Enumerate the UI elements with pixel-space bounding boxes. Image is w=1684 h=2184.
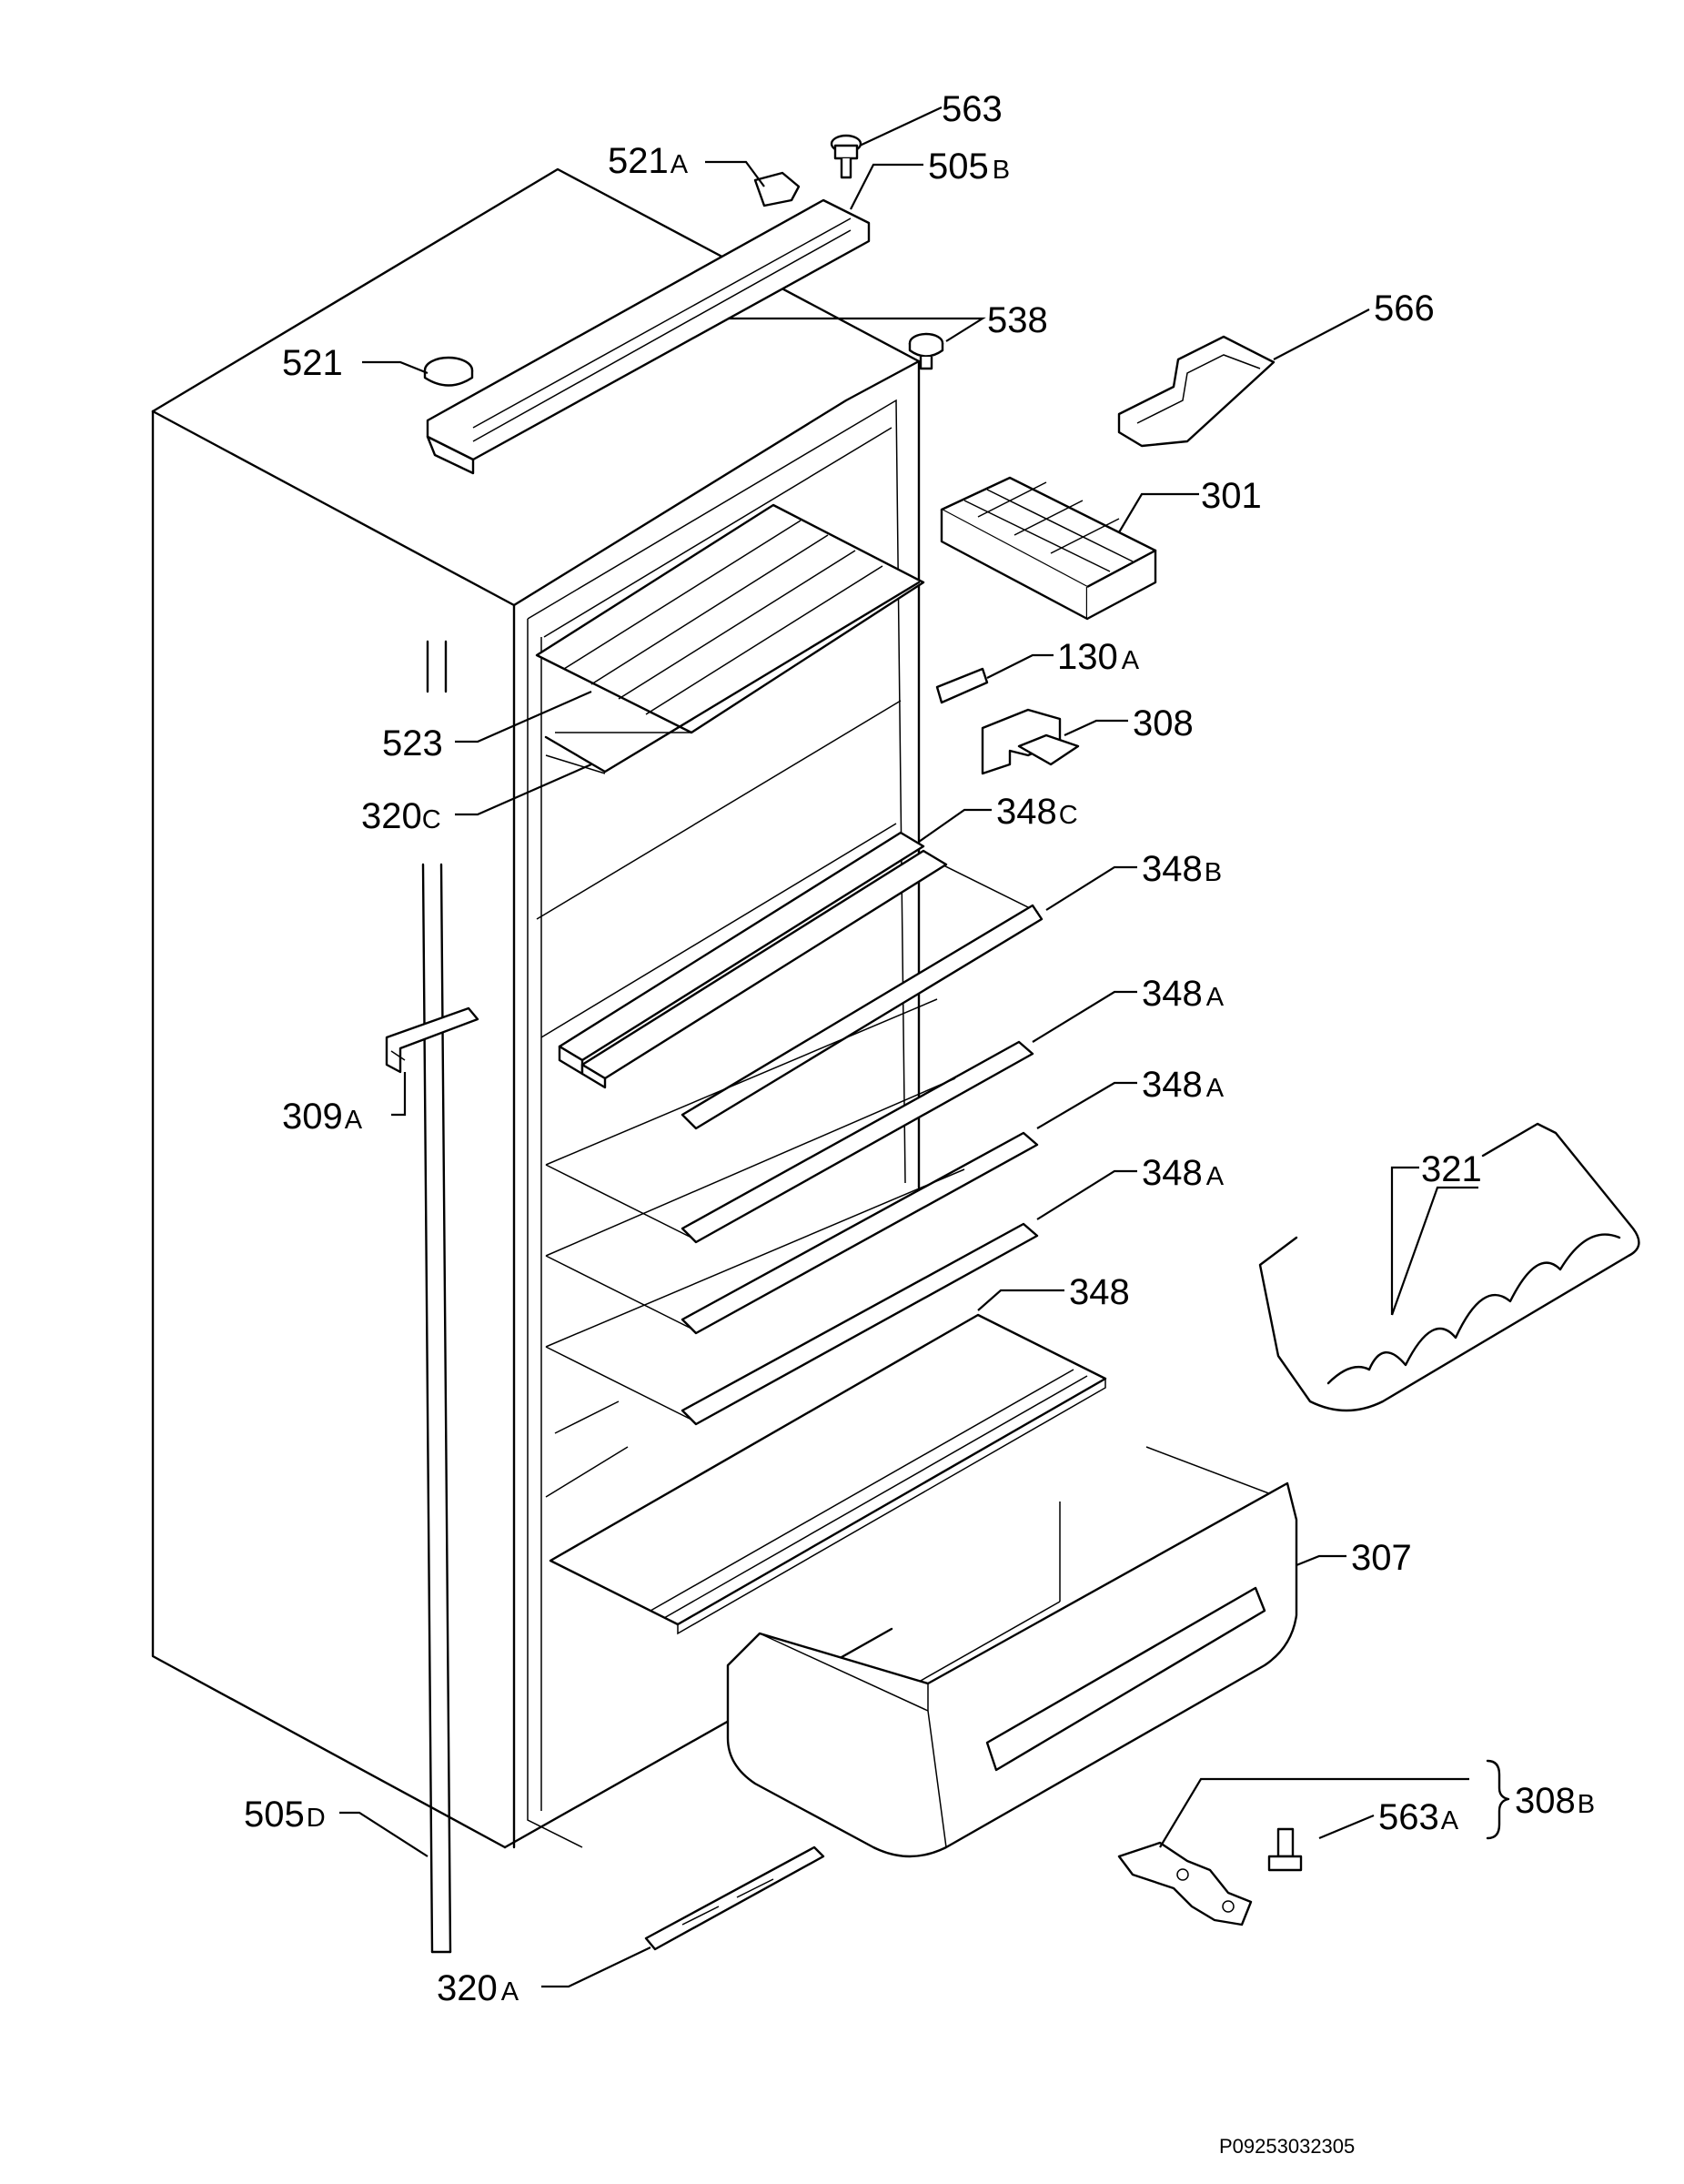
ice-scraper: [1117, 335, 1276, 448]
label-307: 307: [1351, 1538, 1412, 1578]
label-321: 321: [1421, 1149, 1482, 1189]
label-348: 348: [1069, 1272, 1130, 1312]
glass-shelf-348: [549, 1313, 1107, 1635]
label-521: 521: [282, 343, 343, 383]
glass-shelf-348b: [580, 849, 1044, 1130]
label-320c: 320C: [361, 796, 441, 836]
label-563: 563: [942, 89, 1003, 129]
label-308b: 308B: [1515, 1781, 1595, 1821]
label-566: 566: [1374, 288, 1435, 329]
cover-cap-521a: [753, 171, 801, 207]
label-301: 301: [1201, 476, 1262, 516]
glass-shelf-348a-3: [545, 1168, 1039, 1426]
hinge-bracket-308: [981, 708, 1080, 775]
label-538: 538: [987, 300, 1048, 340]
screw-563: [830, 134, 862, 179]
bottom-hinge-308b: [1117, 1841, 1253, 1926]
vegetable-drawer: [726, 1446, 1298, 1858]
label-505d: 505D: [244, 1795, 326, 1835]
label-308: 308: [1133, 703, 1194, 743]
cover-cap-521: [423, 356, 474, 387]
top-hinge-bar: [426, 198, 871, 475]
glass-shelf-348a-1: [545, 998, 1034, 1244]
glass-shelf-348c: [540, 823, 925, 1076]
document-code: P09253032305: [1219, 2135, 1355, 2158]
hinge-pin-538: [908, 332, 944, 370]
freezer-shelf: [535, 503, 925, 774]
clip-309a: [385, 1006, 479, 1074]
bottom-rail-320a: [644, 1845, 825, 1951]
plate-130a: [935, 667, 989, 704]
label-563a: 563A: [1378, 1797, 1459, 1837]
leader-lines: [339, 106, 1510, 1988]
screw-563a: [1267, 1827, 1303, 1872]
bottle-rack: [1258, 1122, 1640, 1412]
label-523: 523: [382, 723, 443, 763]
label-348b: 348B: [1142, 849, 1222, 889]
glass-shelf-348a-2: [545, 1077, 1039, 1335]
label-521a: 521A: [608, 141, 689, 181]
label-309a: 309A: [282, 1097, 363, 1137]
ice-cube-tray: [940, 476, 1157, 621]
label-348c: 348C: [996, 792, 1078, 832]
door-gasket: [421, 640, 452, 1954]
